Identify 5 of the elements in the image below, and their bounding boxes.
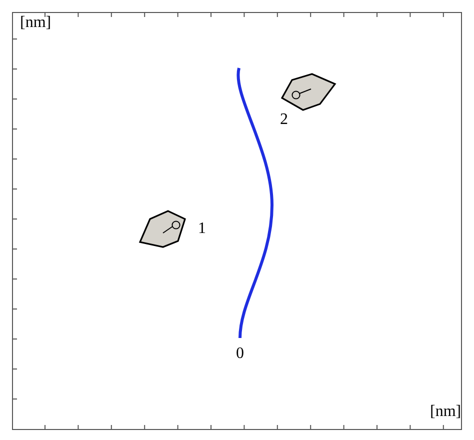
curve-label: 0: [236, 346, 244, 362]
particle-number: 2: [280, 112, 288, 128]
particle-number: 1: [198, 221, 206, 237]
axis-unit-label: [nm]: [430, 404, 462, 420]
axis-unit-label: [nm]: [20, 15, 52, 31]
